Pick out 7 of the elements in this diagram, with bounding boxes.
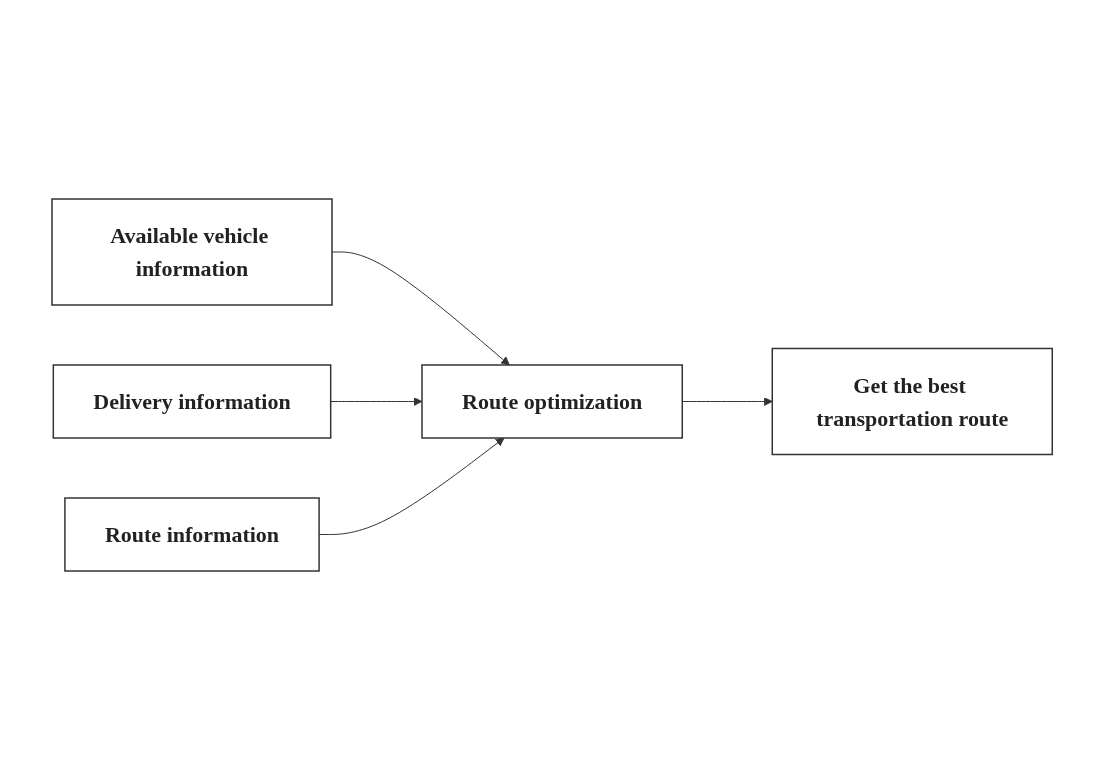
- node-box: Route optimization: [421, 364, 683, 439]
- arrow: [331, 251, 510, 366]
- node-box: Delivery information: [52, 364, 332, 439]
- arrow: [318, 437, 505, 535]
- node-box: Route information: [64, 497, 320, 572]
- node-box: Available vehicle information: [51, 198, 333, 306]
- node-box: Get the best transportation route: [771, 347, 1053, 456]
